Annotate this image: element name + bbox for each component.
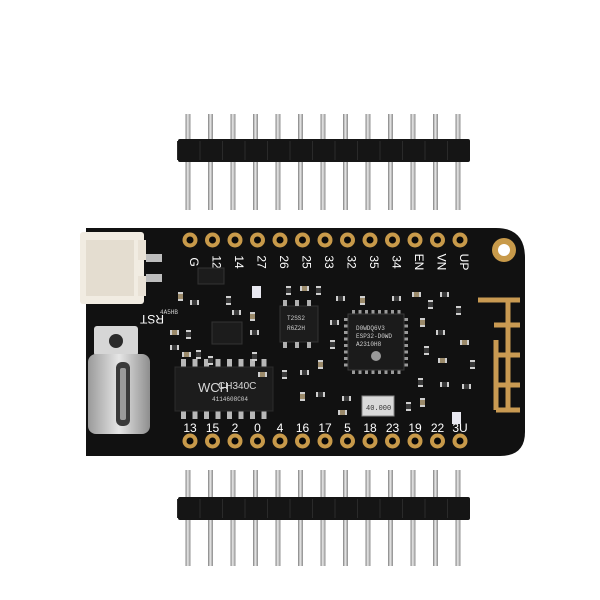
chip-brand: WCH bbox=[198, 380, 229, 395]
top-pin-labels: G 12 14 27 26 25 33 32 35 34 EN VN UP bbox=[187, 254, 471, 271]
top-pin-label: 34 bbox=[390, 255, 404, 269]
top-pin-label: EN bbox=[412, 254, 426, 271]
bottom-pin-label: 15 bbox=[206, 421, 220, 435]
top-pin-label: G bbox=[187, 257, 201, 266]
bottom-pin-label: 19 bbox=[408, 421, 422, 435]
usb-c-port[interactable] bbox=[88, 354, 150, 434]
bottom-pin-label: 5 bbox=[344, 421, 351, 435]
esp32-chip: D0WDQ6V3 ESP32-D0WD A2310H8 bbox=[344, 310, 408, 374]
crystal: 40.000 bbox=[361, 395, 395, 417]
esp-line-1: D0WDQ6V3 bbox=[356, 325, 385, 332]
top-pin-label: 35 bbox=[367, 255, 381, 269]
top-pads bbox=[182, 232, 468, 248]
bottom-pin-label: 2 bbox=[232, 421, 239, 435]
top-pin-label: 33 bbox=[322, 255, 336, 269]
bottom-pin-label: 18 bbox=[363, 421, 377, 435]
esp-line-3: A2310H8 bbox=[356, 341, 382, 348]
passive-components bbox=[170, 286, 475, 415]
chip-model: CH340C bbox=[218, 381, 256, 392]
top-pin-label: 26 bbox=[277, 255, 291, 269]
pcb-antenna bbox=[478, 297, 520, 413]
bottom-pin-header bbox=[177, 470, 470, 566]
top-pin-label: 32 bbox=[345, 255, 359, 269]
ldo-code: R6Z2H bbox=[287, 325, 305, 332]
small-ic bbox=[197, 267, 225, 285]
esp32-board: G 12 14 27 26 25 33 32 35 34 EN VN UP 13 15 2 0 4 16 17 5 18… bbox=[80, 228, 525, 456]
ch340c-chip: WCH CH340C 4114608C04 bbox=[174, 359, 274, 419]
bottom-header-plastic bbox=[178, 497, 470, 520]
chip-code: 4114608C04 bbox=[212, 396, 248, 403]
top-pin-header bbox=[177, 114, 470, 210]
top-pin-label: VN bbox=[435, 254, 449, 271]
led bbox=[252, 286, 261, 298]
esp-line-2: ESP32-D0WD bbox=[356, 333, 392, 340]
bottom-pin-label: 13 bbox=[183, 421, 197, 435]
bottom-pin-label: 23 bbox=[386, 421, 400, 435]
bottom-pads bbox=[182, 433, 468, 449]
led bbox=[452, 412, 461, 424]
rst-label: RST bbox=[139, 312, 164, 326]
bottom-pin-label: 4 bbox=[277, 421, 284, 435]
top-header-plastic bbox=[178, 139, 470, 162]
bottom-pin-label: 16 bbox=[296, 421, 310, 435]
espressif-logo-icon bbox=[371, 351, 381, 361]
ldo-chip: T2SS2 R6Z2H bbox=[279, 300, 319, 348]
reset-button[interactable] bbox=[94, 326, 138, 356]
top-pin-label: 27 bbox=[255, 255, 269, 269]
bottom-pin-label: 0 bbox=[254, 421, 261, 435]
battery-connector bbox=[80, 232, 162, 304]
bottom-pin-label: 3U bbox=[452, 421, 467, 435]
top-pin-label: 25 bbox=[300, 255, 314, 269]
ldo-label: T2SS2 bbox=[287, 315, 305, 322]
bottom-pin-label: 22 bbox=[431, 421, 445, 435]
top-pin-label: UP bbox=[457, 254, 471, 271]
bottom-pin-label: 17 bbox=[318, 421, 332, 435]
crystal-label: 40.000 bbox=[366, 405, 391, 413]
top-pin-label: 12 bbox=[210, 255, 224, 269]
bottom-pin-labels: 13 15 2 0 4 16 17 5 18 23 19 22 3U bbox=[183, 421, 467, 435]
regulator-chip bbox=[211, 321, 243, 345]
small-chip-label: 4A5HB bbox=[160, 309, 178, 316]
top-pin-label: 14 bbox=[232, 255, 246, 269]
